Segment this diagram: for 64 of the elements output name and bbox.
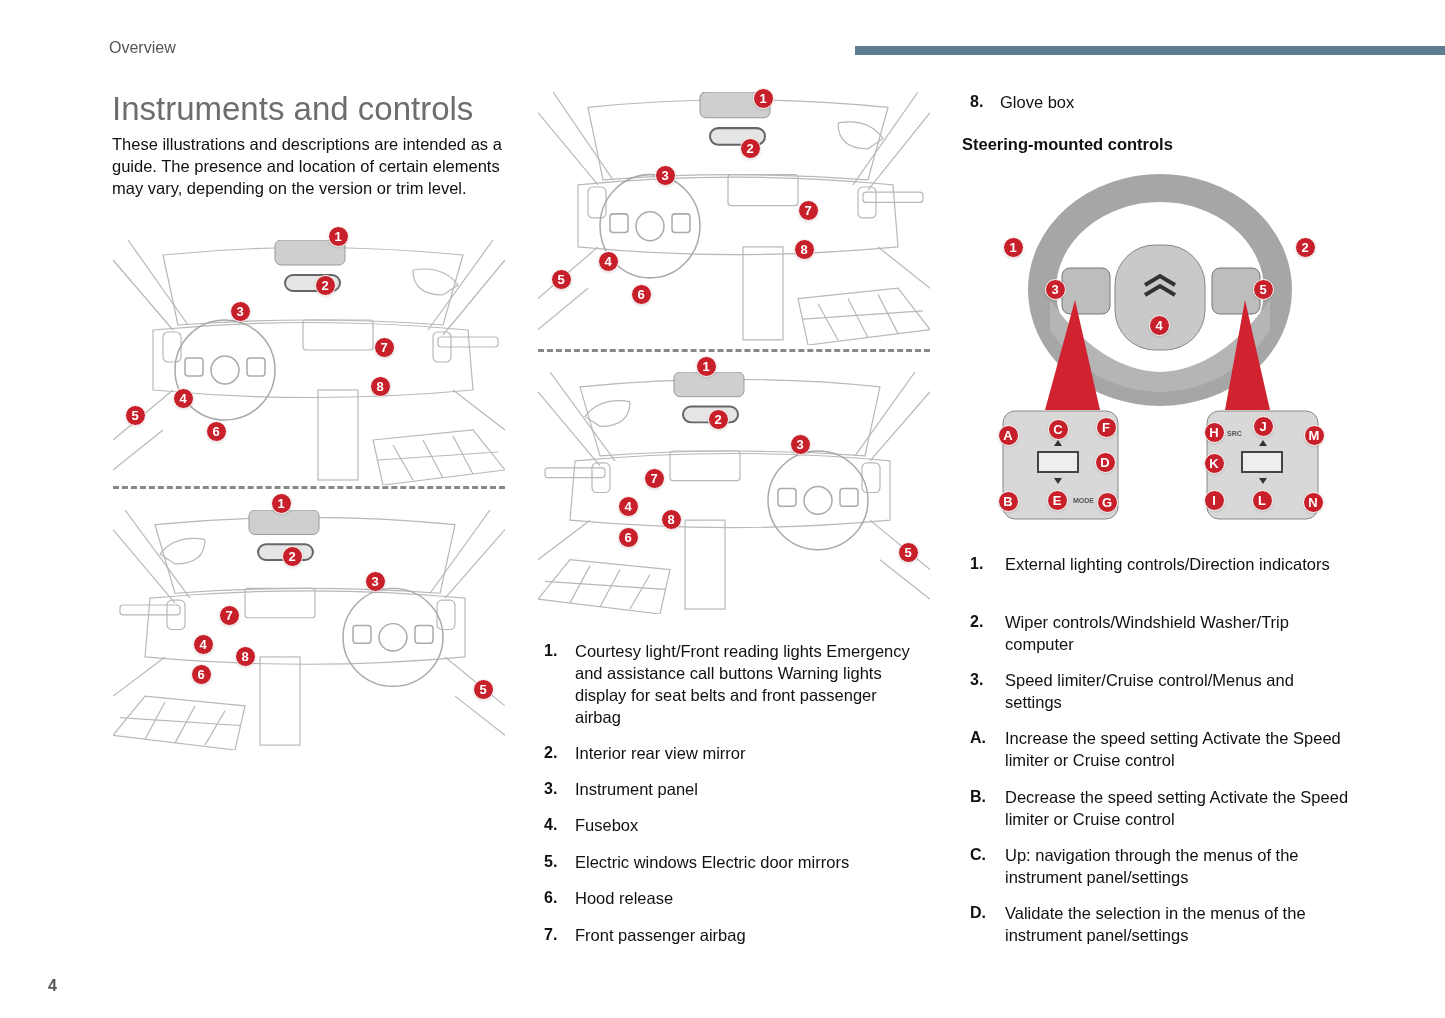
callout-number: 8 bbox=[369, 375, 391, 397]
callout-number: 5 bbox=[124, 404, 146, 426]
list-number: 6. bbox=[544, 888, 558, 908]
callout-number: 3 bbox=[364, 570, 386, 592]
callout-number: 7 bbox=[218, 604, 240, 626]
callout-number: 8 bbox=[234, 645, 256, 667]
list-number: B. bbox=[970, 787, 986, 807]
list-number: 1. bbox=[970, 554, 984, 574]
callout-number: 2 bbox=[1294, 236, 1316, 258]
callout-number: 1 bbox=[327, 225, 349, 247]
page-title: Instruments and controls bbox=[112, 89, 474, 129]
callout-number: 4 bbox=[617, 495, 639, 517]
callout-number: 8 bbox=[660, 508, 682, 530]
callout-number: 3 bbox=[789, 433, 811, 455]
list-item-text: Instrument panel bbox=[575, 779, 699, 800]
list-item-text: Courtesy light/Front reading lights Emergency and assistance call buttons Warning lights display for seat belts and front passenger airbag bbox=[575, 641, 911, 728]
list-number: 2. bbox=[544, 743, 558, 763]
callout-number: 5 bbox=[472, 678, 494, 700]
list-item-text: Hood release bbox=[575, 888, 675, 909]
callout-number: 1 bbox=[1002, 236, 1024, 258]
list-number: 4. bbox=[544, 815, 558, 835]
list-item-text: Speed limiter/Cruise control/Menus and settings bbox=[1005, 670, 1295, 713]
list-number: 1. bbox=[544, 641, 558, 661]
callout-number: 3 bbox=[229, 300, 251, 322]
list-number: C. bbox=[970, 845, 986, 865]
list-number: 2. bbox=[970, 612, 984, 632]
list-number: 3. bbox=[970, 670, 984, 690]
callout-number: 8 bbox=[793, 238, 815, 260]
list-item-text: Wiper controls/Windshield Washer/Trip computer bbox=[1005, 612, 1290, 655]
callout-number: 7 bbox=[643, 467, 665, 489]
list-item-text: Decrease the speed setting Activate the Speed limiter or Cruise control bbox=[1005, 787, 1350, 830]
list-item-text: Validate the selection in the menus of the instrument panel/settings bbox=[1005, 903, 1307, 946]
list-number: D. bbox=[970, 903, 986, 923]
subheading: Steering-mounted controls bbox=[962, 134, 1173, 155]
callout-number: 6 bbox=[617, 526, 639, 548]
callout-number: 6 bbox=[205, 420, 227, 442]
list-number: 7. bbox=[544, 925, 558, 945]
callout-number: 5 bbox=[897, 541, 919, 563]
callout-number: 4 bbox=[597, 250, 619, 272]
list-item-text: External lighting controls/Direction indicators bbox=[1005, 554, 1331, 575]
list-item-text: Electric windows Electric door mirrors bbox=[575, 852, 851, 873]
callout-number: 3 bbox=[654, 164, 676, 186]
callout-number: 5 bbox=[550, 268, 572, 290]
section-name: Overview bbox=[109, 38, 176, 58]
list-number: 5. bbox=[544, 852, 558, 872]
callout-number: 6 bbox=[190, 663, 212, 685]
callout-number: 6 bbox=[630, 283, 652, 305]
list-item-text: Increase the speed setting Activate the Speed limiter or Cruise control bbox=[1005, 728, 1342, 771]
callout-number: 7 bbox=[797, 199, 819, 221]
callout-number: 4 bbox=[172, 387, 194, 409]
list-item-text: Up: navigation through the menus of the instrument panel/settings bbox=[1005, 845, 1300, 888]
page-number: 4 bbox=[48, 976, 57, 996]
callout-number: 1 bbox=[270, 492, 292, 514]
callout-number: 1 bbox=[695, 355, 717, 377]
list-number: A. bbox=[970, 728, 986, 748]
callout-number: 7 bbox=[373, 336, 395, 358]
list-number: 3. bbox=[544, 779, 558, 799]
list-number: 8. bbox=[970, 92, 984, 112]
intro-paragraph: These illustrations and descriptions are intended as a guide. The presence and location of certain elements may vary, depending on the version or trim level. bbox=[112, 134, 503, 199]
list-item-text: Fusebox bbox=[575, 815, 640, 836]
list-item-text: Interior rear view mirror bbox=[575, 743, 747, 764]
callout-number: 4 bbox=[192, 633, 214, 655]
list-item-text: Front passenger airbag bbox=[575, 925, 747, 946]
list-item-text: Glove box bbox=[1000, 92, 1076, 113]
